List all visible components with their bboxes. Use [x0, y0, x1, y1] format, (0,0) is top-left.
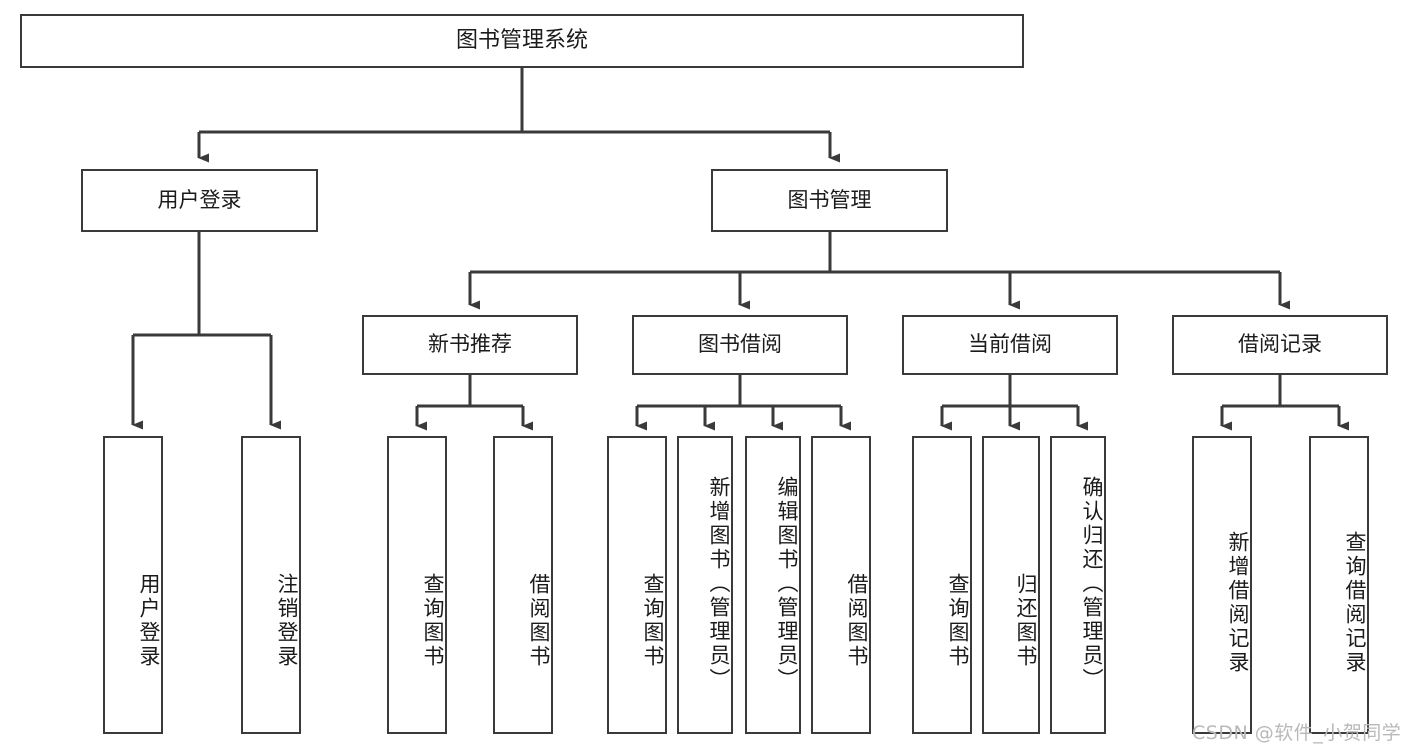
node-label: 新增借阅记录: [1226, 531, 1250, 675]
node-current-borrow[interactable]: 当前借阅: [902, 315, 1118, 375]
node-book-borrow[interactable]: 图书借阅: [632, 315, 848, 375]
node-new-book-recommend[interactable]: 新书推荐: [362, 315, 578, 375]
leaf-borrow-book[interactable]: 借阅图书: [811, 436, 871, 734]
leaf-borrow-book-recommend[interactable]: 借阅图书: [493, 436, 553, 734]
leaf-confirm-return-admin[interactable]: 确认归还（管理员）: [1050, 436, 1106, 734]
node-root-book-management-system[interactable]: 图书管理系统: [20, 14, 1024, 68]
node-label: 查询图书: [641, 573, 665, 669]
node-label: 借阅记录: [1238, 332, 1322, 357]
leaf-query-book-borrow[interactable]: 查询图书: [607, 436, 667, 734]
node-label: 借阅图书: [845, 573, 869, 669]
node-label: 用户登录: [137, 573, 161, 669]
node-label: 注销登录: [275, 573, 299, 669]
node-label: 查询借阅记录: [1343, 531, 1367, 675]
node-label: 新增图书（管理员）: [707, 476, 731, 692]
node-label: 图书管理系统: [455, 27, 588, 53]
leaf-query-book-recommend[interactable]: 查询图书: [387, 436, 447, 734]
node-label: 图书管理: [787, 187, 872, 212]
leaf-edit-book-admin[interactable]: 编辑图书（管理员）: [745, 436, 801, 734]
leaf-return-book[interactable]: 归还图书: [982, 436, 1040, 734]
leaf-query-borrow-record[interactable]: 查询借阅记录: [1309, 436, 1369, 734]
node-label: 用户登录: [157, 187, 242, 212]
watermark-text: CSDN @软件_小贺同学: [1192, 722, 1402, 744]
node-label: 图书借阅: [698, 332, 782, 357]
node-label: 查询图书: [421, 573, 445, 669]
node-label: 当前借阅: [968, 332, 1052, 357]
leaf-add-borrow-record[interactable]: 新增借阅记录: [1192, 436, 1252, 734]
leaf-user-login[interactable]: 用户登录: [103, 436, 163, 734]
node-borrow-record[interactable]: 借阅记录: [1172, 315, 1388, 375]
node-label: 查询图书: [946, 573, 970, 669]
node-label: 借阅图书: [527, 573, 551, 669]
node-label: 确认归还（管理员）: [1080, 476, 1104, 692]
leaf-logout[interactable]: 注销登录: [241, 436, 301, 734]
node-user-login[interactable]: 用户登录: [81, 169, 318, 232]
node-label: 编辑图书（管理员）: [775, 476, 799, 692]
node-book-management[interactable]: 图书管理: [711, 169, 948, 232]
node-label: 新书推荐: [428, 332, 512, 357]
node-label: 归还图书: [1014, 573, 1038, 669]
leaf-query-book-current[interactable]: 查询图书: [912, 436, 972, 734]
leaf-add-book-admin[interactable]: 新增图书（管理员）: [677, 436, 733, 734]
